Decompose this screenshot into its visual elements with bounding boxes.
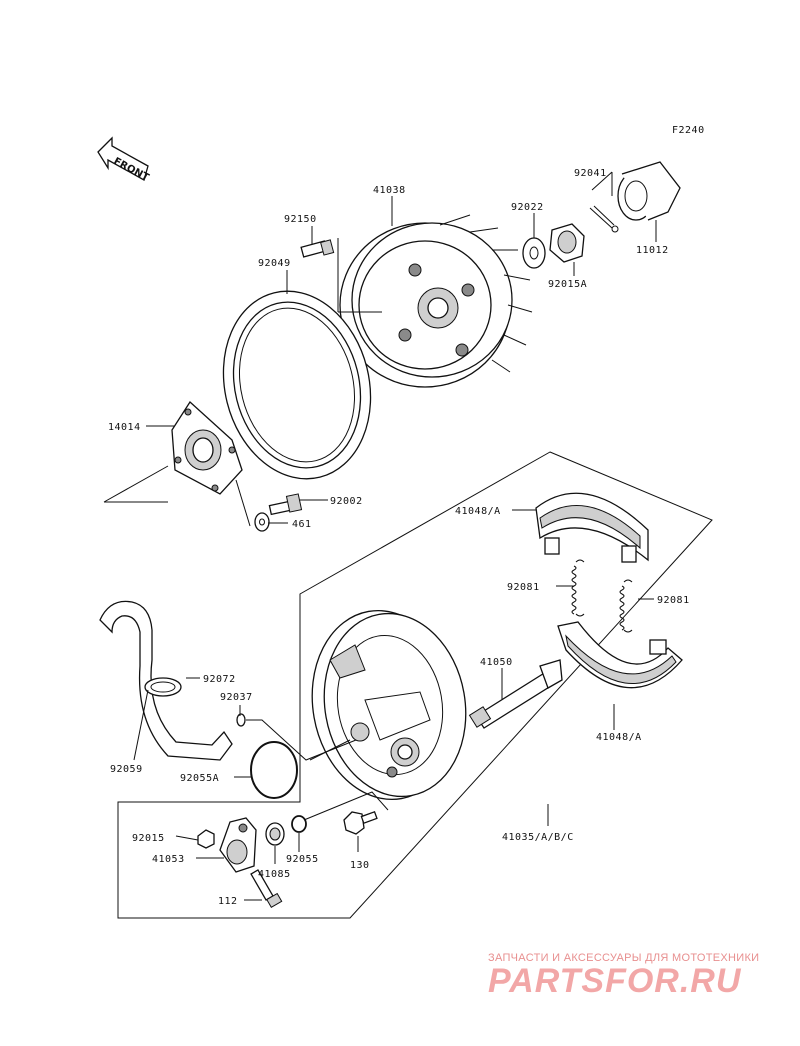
label-92055A: 92055A — [180, 773, 219, 784]
brake-lever-41053 — [219, 817, 257, 873]
brake-shoe-top-41048A — [535, 492, 649, 563]
label-92081-right: 92081 — [657, 595, 690, 606]
washer-461 — [254, 512, 270, 532]
label-92015A: 92015A — [548, 279, 587, 290]
label-92055: 92055 — [286, 854, 319, 865]
front-arrow-icon: FRONT — [97, 136, 151, 184]
label-92059: 92059 — [110, 764, 143, 775]
cotter-pin-92041 — [589, 205, 619, 233]
washer-92022 — [522, 237, 546, 269]
label-92022: 92022 — [511, 202, 544, 213]
label-92015: 92015 — [132, 833, 165, 844]
castle-nut-92015A — [549, 223, 585, 263]
label-92002: 92002 — [330, 496, 363, 507]
cap-11012 — [617, 161, 681, 221]
camshaft-41050 — [468, 659, 563, 729]
label-41053: 41053 — [152, 854, 185, 865]
bolt-92150 — [300, 239, 335, 258]
bearing-plate-14014 — [171, 401, 243, 495]
label-11012: 11012 — [636, 245, 669, 256]
label-130: 130 — [350, 860, 370, 871]
label-41048A-top: 41048/A — [455, 506, 501, 517]
watermark-tagline: ЗАПЧАСТИ И АКСЕССУАРЫ ДЛЯ МОТОТЕХНИКИ — [488, 952, 760, 964]
label-92037: 92037 — [220, 692, 253, 703]
o-ring-92055 — [291, 815, 307, 833]
breather-hose-92059 — [99, 600, 233, 761]
bolt-130 — [343, 810, 378, 835]
grommet-92037 — [236, 713, 246, 727]
label-92072: 92072 — [203, 674, 236, 685]
dust-seal-92049 — [222, 290, 372, 480]
brake-panel-41035 — [311, 609, 467, 801]
hose-clamp-92072 — [144, 677, 182, 697]
leader-lines — [103, 171, 657, 901]
label-41050: 41050 — [480, 657, 513, 668]
label-112: 112 — [218, 896, 238, 907]
group-frame — [117, 451, 713, 919]
label-92150: 92150 — [284, 214, 317, 225]
o-ring-92055A — [250, 741, 298, 799]
label-41048A-bottom: 41048/A — [596, 732, 642, 743]
spring-92081-left — [571, 559, 585, 617]
nut-92015 — [197, 829, 215, 849]
label-14014: 14014 — [108, 422, 141, 433]
spring-92081-right — [619, 579, 633, 633]
bolt-112 — [250, 869, 283, 909]
label-41038: 41038 — [373, 185, 406, 196]
label-461: 461 — [292, 519, 312, 530]
label-41035: 41035/A/B/C — [502, 832, 574, 843]
figure-code: F2240 — [672, 125, 705, 136]
wear-indicator-41085 — [265, 822, 285, 846]
brake-drum-41038 — [339, 214, 533, 388]
watermark-brand: PARTSFOR.RU — [488, 962, 742, 1000]
brake-shoe-bottom-41048A — [557, 621, 683, 689]
bolt-92002 — [268, 493, 303, 516]
label-92041: 92041 — [574, 168, 607, 179]
label-92081-left: 92081 — [507, 582, 540, 593]
label-92049: 92049 — [258, 258, 291, 269]
label-41085: 41085 — [258, 869, 291, 880]
